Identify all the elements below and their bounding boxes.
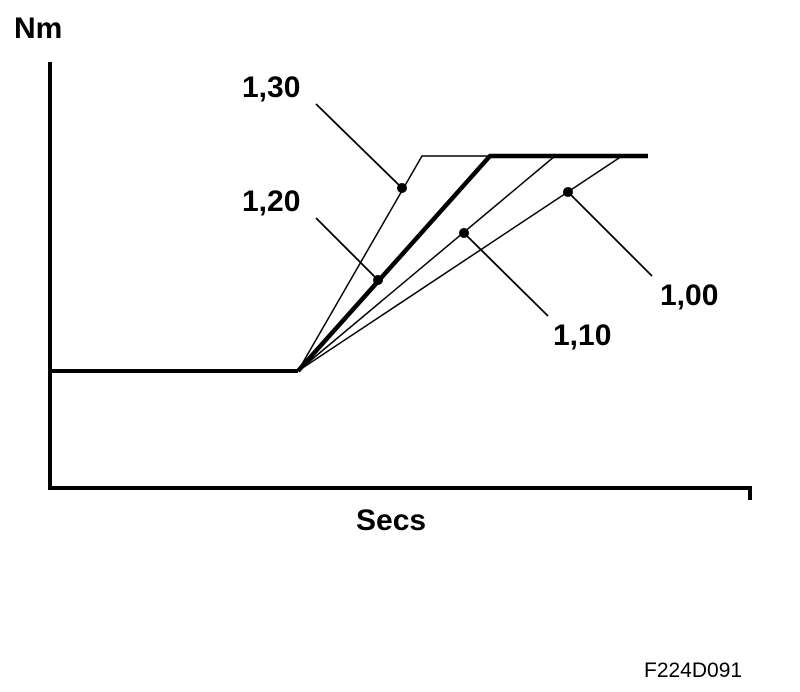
curve-1-20 xyxy=(296,153,648,373)
curve-1-30 xyxy=(297,155,490,372)
dot-1-30 xyxy=(397,183,407,193)
axes xyxy=(48,62,752,500)
x-axis-label: Secs xyxy=(356,504,426,537)
leader-1-10 xyxy=(463,232,549,317)
figure-code: F224D091 xyxy=(644,659,742,682)
curve-1-10 xyxy=(297,155,556,372)
leader-1-20 xyxy=(315,217,379,281)
curve-label-1-20: 1,20 xyxy=(242,185,300,218)
curve-label-1-30: 1,30 xyxy=(242,71,300,104)
leader-1-00 xyxy=(567,191,653,277)
curve-label-1-00: 1,00 xyxy=(660,279,718,312)
dot-1-20 xyxy=(373,275,383,285)
y-axis-label: Nm xyxy=(14,12,62,45)
dot-1-10 xyxy=(459,228,469,238)
leader-1-30 xyxy=(315,103,403,189)
leader-lines xyxy=(315,103,653,317)
leader-dots xyxy=(373,183,573,285)
dot-1-00 xyxy=(563,187,573,197)
curve-label-1-10: 1,10 xyxy=(553,319,611,352)
